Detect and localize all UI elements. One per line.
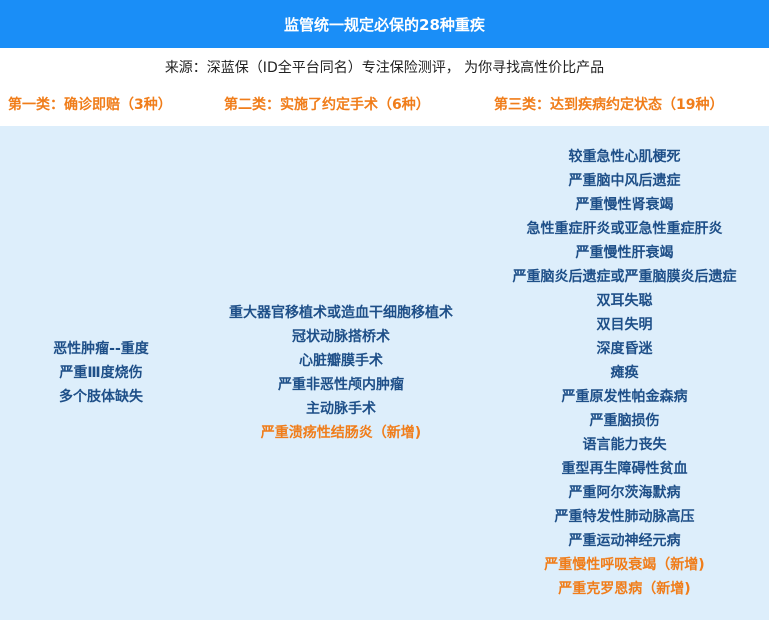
disease-item: 心脏瓣膜手术 — [299, 353, 383, 369]
source-row: 来源：深蓝保（ID全平台同名）专注保险测评， 为你寻找高性价比产品 — [0, 48, 769, 86]
category-3-list: 较重急性心肌梗死严重脑中风后遗症严重慢性肾衰竭急性重症肝炎或亚急性重症肝炎严重慢… — [480, 126, 769, 620]
category-1-list: 恶性肿瘤--重度严重Ⅲ度烧伤多个肢体缺失 — [0, 126, 202, 620]
disease-item: 严重阿尔茨海默病 — [568, 485, 681, 501]
category-3-heading: 第三类：达到疾病约定状态（19种） — [494, 97, 724, 113]
disease-item: 较重急性心肌梗死 — [568, 149, 681, 165]
disease-item: 恶性肿瘤--重度 — [53, 341, 149, 357]
disease-item: 严重慢性肾衰竭 — [575, 197, 674, 213]
disease-item: 严重脑中风后遗症 — [568, 173, 681, 189]
category-2-list: 重大器官移植术或造血干细胞移植术冠状动脉搭桥术心脏瓣膜手术严重非恶性颅内肿瘤主动… — [202, 126, 480, 620]
disease-item: 主动脉手术 — [306, 401, 376, 417]
disease-item: 严重非恶性颅内肿瘤 — [278, 377, 404, 393]
disease-item: 重大器官移植术或造血干细胞移植术 — [229, 305, 453, 321]
category-2-heading: 第二类：实施了约定手术（6种） — [224, 97, 430, 113]
disease-item: 严重慢性呼吸衰竭（新增) — [544, 557, 705, 573]
page-title: 监管统一规定必保的28种重疾 — [284, 15, 485, 34]
disease-item: 重型再生障碍性贫血 — [561, 461, 688, 477]
disease-content-area: 恶性肿瘤--重度严重Ⅲ度烧伤多个肢体缺失 重大器官移植术或造血干细胞移植术冠状动… — [0, 126, 769, 620]
disease-item: 急性重症肝炎或亚急性重症肝炎 — [526, 221, 723, 237]
disease-item: 语言能力丧失 — [582, 437, 667, 453]
disease-item: 严重原发性帕金森病 — [561, 389, 688, 405]
disease-item: 冠状动脉搭桥术 — [292, 329, 390, 345]
category-1-heading: 第一类：确诊即赔（3种） — [8, 97, 172, 113]
disease-item: 深度昏迷 — [596, 341, 653, 357]
disease-item: 严重脑炎后遗症或严重脑膜炎后遗症 — [512, 269, 737, 285]
category-row: 第一类：确诊即赔（3种） 第二类：实施了约定手术（6种） 第三类：达到疾病约定状… — [0, 86, 769, 124]
disease-item: 瘫痪 — [610, 365, 639, 381]
disease-item: 双耳失聪 — [596, 293, 653, 309]
disease-item: 严重溃疡性结肠炎（新增) — [260, 425, 422, 441]
title-bar: 监管统一规定必保的28种重疾 — [0, 0, 769, 48]
disease-item: 严重特发性肺动脉高压 — [554, 509, 695, 525]
disease-item: 严重克罗恩病（新增) — [558, 581, 691, 597]
disease-item: 多个肢体缺失 — [59, 389, 143, 405]
disease-item: 严重Ⅲ度烧伤 — [59, 365, 143, 381]
disease-item: 严重慢性肝衰竭 — [575, 245, 674, 261]
disease-item: 双目失明 — [596, 317, 653, 333]
source-text: 来源：深蓝保（ID全平台同名）专注保险测评， 为你寻找高性价比产品 — [164, 60, 605, 76]
disease-item: 严重脑损伤 — [589, 413, 660, 429]
disease-item: 严重运动神经元病 — [568, 533, 681, 549]
